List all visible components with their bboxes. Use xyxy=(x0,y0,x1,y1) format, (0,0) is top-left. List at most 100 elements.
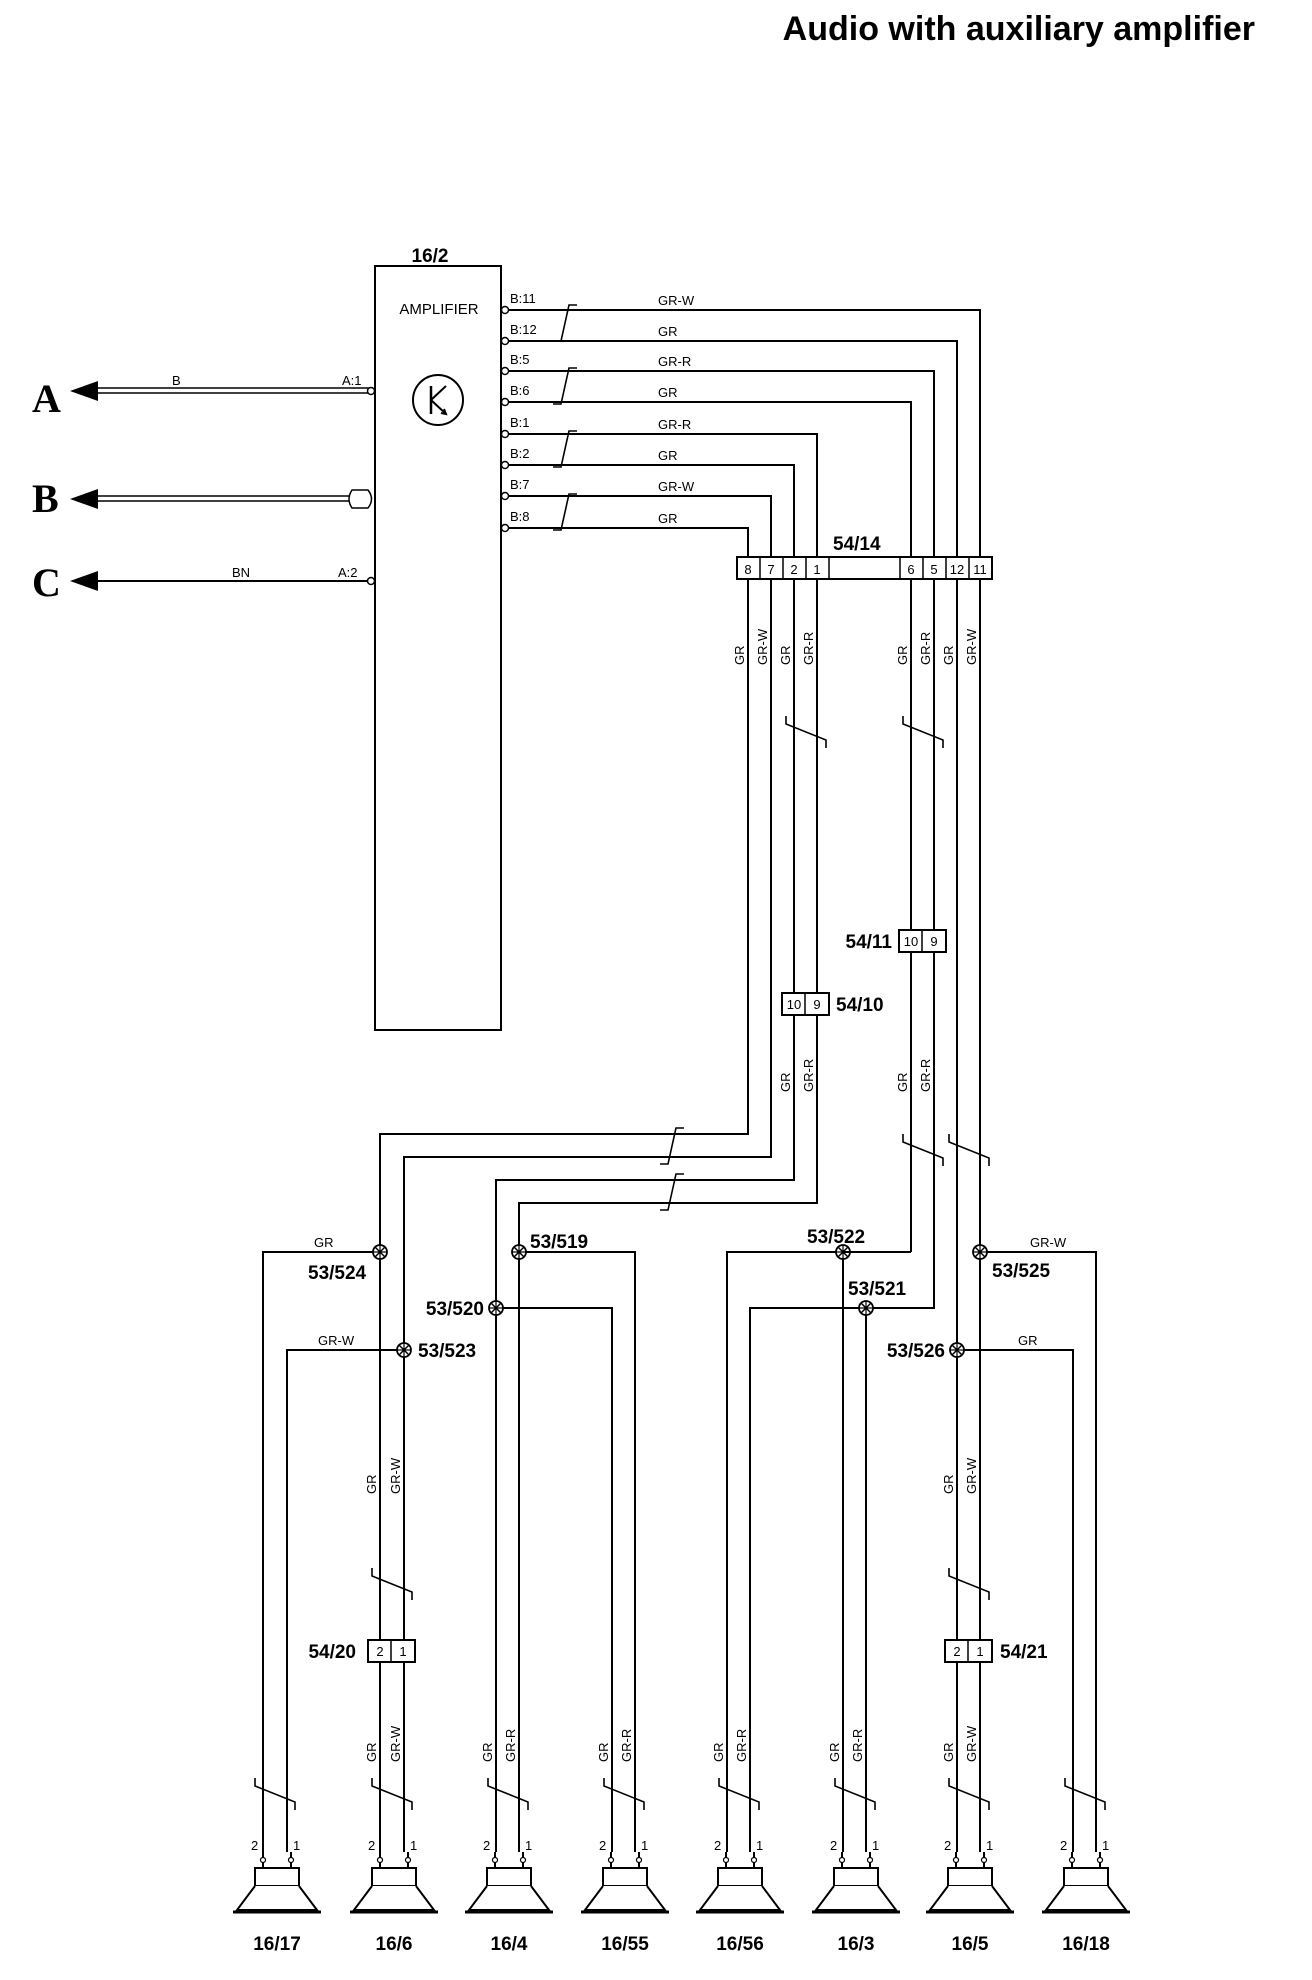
svg-text:2: 2 xyxy=(483,1838,490,1853)
svg-text:GR: GR xyxy=(778,1073,793,1093)
svg-text:GR: GR xyxy=(480,1743,495,1763)
svg-text:GR: GR xyxy=(314,1235,334,1250)
svg-text:2: 2 xyxy=(830,1838,837,1853)
speaker-icon xyxy=(924,1850,1016,1914)
connector-54-10: 10 9 54/10 xyxy=(781,992,884,1016)
svg-text:2: 2 xyxy=(599,1838,606,1853)
connector-54-20: 2 1 54/20 xyxy=(308,1639,416,1663)
svg-text:16/55: 16/55 xyxy=(601,1934,649,1955)
svg-text:1: 1 xyxy=(641,1838,648,1853)
speaker-icon xyxy=(810,1850,902,1914)
connector-54-14-ref: 54/14 xyxy=(833,534,881,555)
c5414-pin-11: 11 xyxy=(973,562,987,577)
input-c: C BN A:2 xyxy=(32,560,376,605)
c5414-pin-5: 5 xyxy=(930,562,937,577)
connector-54-10-ref: 54/10 xyxy=(836,995,884,1016)
speaker-16-3: 2 1 16/3 xyxy=(810,1838,902,1955)
out-pin-b2: B:2 xyxy=(510,446,530,461)
out-color-b11: GR-W xyxy=(658,293,695,308)
mid-wire-labels: GR GR-R GR GR-R xyxy=(778,1059,933,1092)
svg-text:GR: GR xyxy=(732,646,747,666)
svg-text:GR-W: GR-W xyxy=(964,1725,979,1762)
svg-text:GR: GR xyxy=(827,1743,842,1763)
out-pin-b12: B:12 xyxy=(510,322,537,337)
speaker-16-5: 2 1 16/5 xyxy=(924,1838,1016,1955)
connector-54-11-ref: 54/11 xyxy=(846,932,893,953)
splice-53-521 xyxy=(858,1300,874,1316)
svg-text:1: 1 xyxy=(756,1838,763,1853)
svg-text:2: 2 xyxy=(944,1838,951,1853)
svg-text:9: 9 xyxy=(813,997,820,1012)
upper-wire-labels: GR GR-W GR GR-R GR GR-R GR GR-W xyxy=(732,628,979,665)
speaker-icon xyxy=(694,1850,786,1914)
out-color-b7: GR-W xyxy=(658,479,695,494)
svg-text:1: 1 xyxy=(525,1838,532,1853)
input-c-pin: A:2 xyxy=(338,565,358,580)
speaker-twist-marks xyxy=(254,1778,1106,1810)
input-a: A B A:1 xyxy=(32,373,376,421)
speaker-icon xyxy=(231,1850,323,1914)
connector-54-14: 54/14 8 7 2 1 6 5 12 11 xyxy=(736,534,993,580)
amplifier-box xyxy=(374,265,502,1031)
svg-text:1: 1 xyxy=(986,1838,993,1853)
speaker-icon xyxy=(463,1850,555,1914)
svg-text:GR-R: GR-R xyxy=(801,632,816,665)
svg-text:16/3: 16/3 xyxy=(838,1934,875,1955)
svg-text:16/56: 16/56 xyxy=(716,1934,764,1955)
c5414-pin-8: 8 xyxy=(744,562,751,577)
svg-text:GR-R: GR-R xyxy=(619,1729,634,1762)
svg-text:1: 1 xyxy=(872,1838,879,1853)
svg-text:GR: GR xyxy=(941,1743,956,1763)
svg-text:GR: GR xyxy=(364,1475,379,1495)
svg-text:GR: GR xyxy=(941,1475,956,1495)
connector-54-20-ref: 54/20 xyxy=(308,1642,356,1663)
speaker-16-17: 2 1 16/17 xyxy=(231,1838,323,1955)
svg-text:GR: GR xyxy=(596,1743,611,1763)
splice-53-523 xyxy=(396,1342,412,1358)
c5414-pin-6: 6 xyxy=(907,562,914,577)
svg-text:GR-W: GR-W xyxy=(964,628,979,665)
amplifier-ref: 16/2 xyxy=(412,246,449,267)
svg-text:16/17: 16/17 xyxy=(253,1934,301,1955)
svg-text:53/525: 53/525 xyxy=(992,1261,1051,1282)
svg-text:GR: GR xyxy=(778,646,793,666)
speaker-branches xyxy=(262,1251,1097,1852)
input-c-wire: BN xyxy=(232,565,250,580)
speaker-16-18: 2 1 16/18 xyxy=(1040,1838,1132,1955)
svg-text:GR-W: GR-W xyxy=(388,1457,403,1494)
out-color-b2: GR xyxy=(658,448,678,463)
splice-53-526 xyxy=(949,1342,965,1358)
splice-53-525 xyxy=(972,1244,988,1260)
svg-text:53/522: 53/522 xyxy=(807,1227,865,1248)
splice-labels: 53/524 GR 53/523 GR-W 53/519 53/520 53/5… xyxy=(308,1227,1067,1362)
transistor-icon xyxy=(412,374,464,426)
diagram-title: Audio with auxiliary amplifier xyxy=(783,10,1255,48)
svg-text:1: 1 xyxy=(976,1644,983,1659)
input-c-letter: C xyxy=(32,560,61,605)
connector-54-21: 2 1 54/21 xyxy=(944,1639,1048,1663)
svg-text:GR-R: GR-R xyxy=(918,1059,933,1092)
speaker-wire-labels: GR GR-W GR GR-R GR GR-R GR GR-R GR GR-R … xyxy=(364,1725,979,1762)
out-color-b8: GR xyxy=(658,511,678,526)
input-a-pin: A:1 xyxy=(342,373,362,388)
out-pin-b1: B:1 xyxy=(510,415,530,430)
svg-text:GR-W: GR-W xyxy=(318,1333,355,1348)
svg-text:GR-R: GR-R xyxy=(503,1729,518,1762)
svg-text:GR-W: GR-W xyxy=(755,628,770,665)
speaker-16-56: 2 1 16/56 xyxy=(694,1838,786,1955)
out-pin-b11: B:11 xyxy=(510,291,536,306)
input-b: B xyxy=(32,476,373,521)
svg-text:2: 2 xyxy=(953,1644,960,1659)
connector-54-21-ref: 54/21 xyxy=(1000,1642,1048,1663)
svg-text:16/5: 16/5 xyxy=(952,1934,989,1955)
speaker-16-4: 2 1 16/4 xyxy=(463,1838,555,1955)
svg-text:9: 9 xyxy=(930,934,937,949)
svg-text:53/523: 53/523 xyxy=(418,1341,476,1362)
out-pin-b6: B:6 xyxy=(510,383,530,398)
svg-text:1: 1 xyxy=(410,1838,417,1853)
svg-text:2: 2 xyxy=(376,1644,383,1659)
lower-wire-labels: GR GR-W GR GR-W xyxy=(364,1457,990,1600)
svg-text:10: 10 xyxy=(904,934,918,949)
speaker-icon xyxy=(1040,1850,1132,1914)
